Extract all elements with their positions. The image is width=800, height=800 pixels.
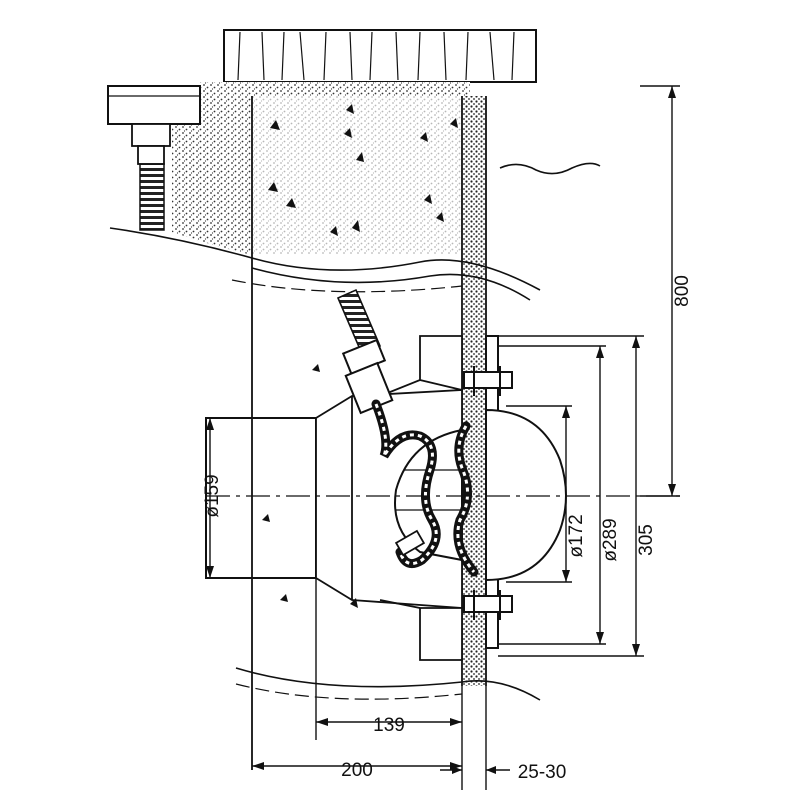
cable-conduit <box>336 288 394 415</box>
dim-lamp-outer-label: ø289 <box>600 518 621 561</box>
junction-box <box>107 85 201 231</box>
water-surface <box>499 162 601 175</box>
break-line-upper <box>109 227 541 291</box>
dim-wall-thickness-label: 25-30 <box>518 762 567 783</box>
coping-stone <box>223 29 537 83</box>
dim-flange-outer-label: 305 <box>636 524 657 556</box>
concrete-block <box>252 96 462 254</box>
dim-total-depth-label: 200 <box>341 760 373 781</box>
gravel-backfill <box>172 82 470 255</box>
lamp-lens <box>485 408 567 582</box>
concrete-markers <box>262 364 358 608</box>
dim-lamp-inner-label: ø172 <box>566 514 587 557</box>
dim-depth-label: 800 <box>672 275 693 307</box>
dim-niche-diameter-label: ø159 <box>202 474 223 517</box>
dim-niche-depth-label: 139 <box>373 715 405 736</box>
break-line-lower <box>235 667 541 701</box>
